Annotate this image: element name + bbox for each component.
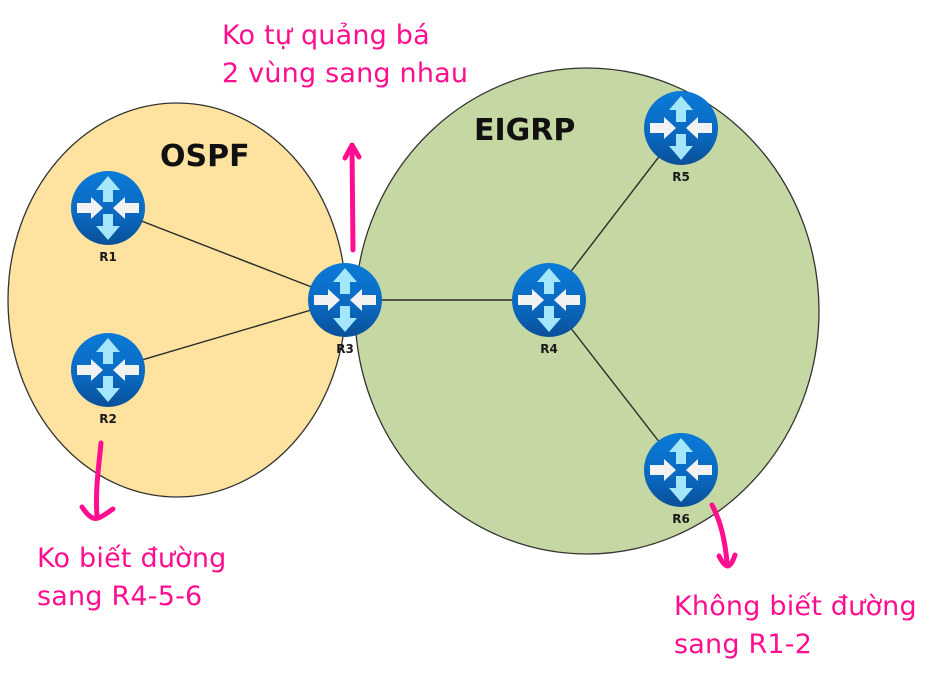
- link-r1-r3: [107, 207, 346, 301]
- annotation-bottom-right: Không biết đường sang R1-2: [674, 588, 917, 664]
- annotation-bottom-left: Ko biết đường sang R4-5-6: [37, 540, 227, 616]
- ospf-zone-title: OSPF: [160, 139, 250, 174]
- annotation-bottom-left-line1: Ko biết đường: [37, 543, 227, 574]
- router-r4[interactable]: R4: [512, 263, 586, 356]
- annotation-bottom-left-line2: sang R4-5-6: [37, 581, 203, 612]
- annotation-bottom-right-line2: sang R1-2: [674, 629, 813, 660]
- router-label: R4: [540, 342, 558, 356]
- router-icon: [644, 91, 718, 165]
- eigrp-zone-title: EIGRP: [474, 113, 575, 148]
- eigrp-zone: [354, 67, 820, 555]
- router-label: R1: [99, 250, 117, 264]
- annotation-top-line1: Ko tự quảng bá: [222, 20, 430, 51]
- arrow-up-icon: [342, 142, 362, 253]
- router-label: R2: [99, 412, 117, 426]
- annotation-bottom-right-line1: Không biết đường: [674, 591, 917, 622]
- arrow-down-right-icon: [709, 502, 738, 569]
- router-icon: [644, 433, 718, 507]
- router-icon: [71, 171, 145, 245]
- router-r6[interactable]: R6: [644, 433, 718, 526]
- arrow-down-left-icon: [79, 440, 116, 521]
- annotation-top-line2: 2 vùng sang nhau: [222, 58, 469, 89]
- annotation-top: Ko tự quảng bá 2 vùng sang nhau: [222, 17, 468, 93]
- router-label: R3: [336, 342, 354, 356]
- router-label: R5: [672, 170, 690, 184]
- router-icon: [71, 333, 145, 407]
- router-r3[interactable]: R3: [308, 263, 382, 356]
- router-label: R6: [672, 512, 690, 526]
- link-r2-r3: [107, 299, 346, 371]
- router-r1[interactable]: R1: [71, 171, 145, 264]
- router-r5[interactable]: R5: [644, 91, 718, 184]
- router-icon: [308, 263, 382, 337]
- router-r2[interactable]: R2: [71, 333, 145, 426]
- router-icon: [512, 263, 586, 337]
